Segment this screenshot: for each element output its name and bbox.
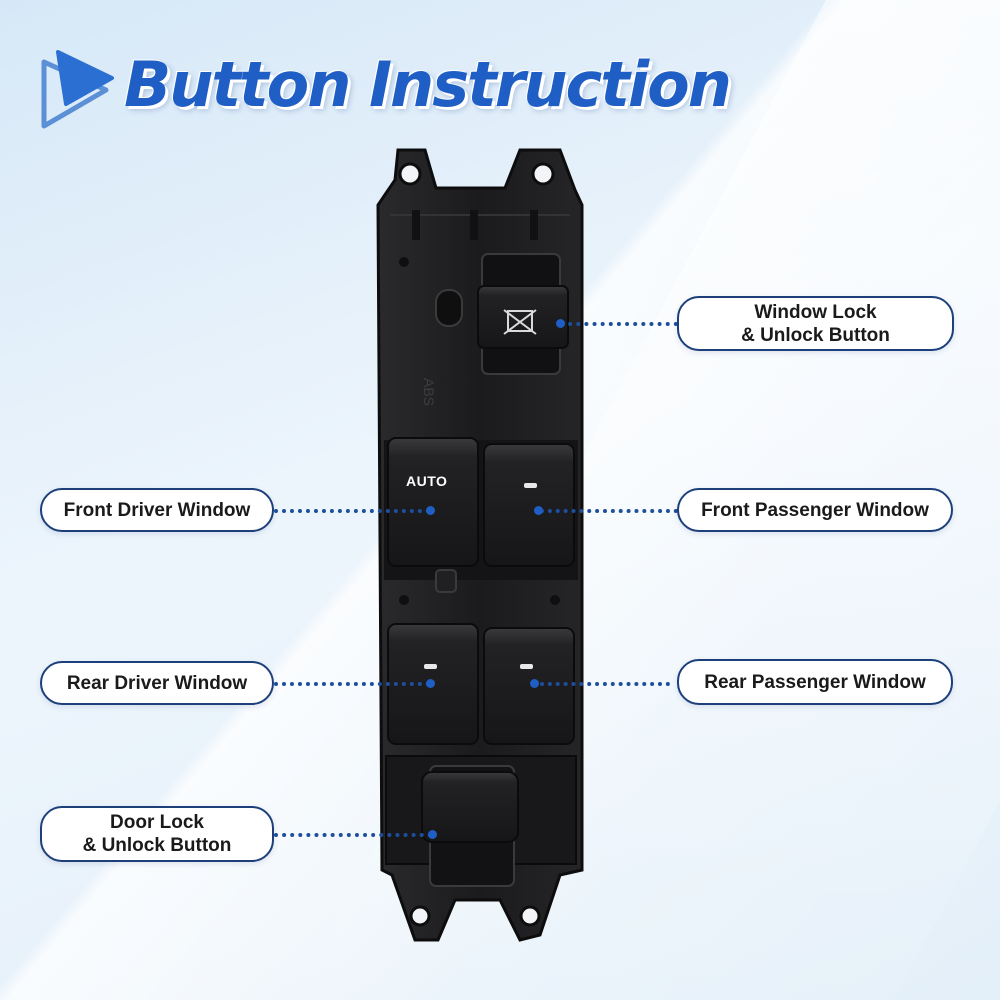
mount-hole bbox=[531, 162, 555, 186]
door-lock-button bbox=[421, 771, 519, 843]
door-lock-label: Door Lock & Unlock Button bbox=[40, 806, 274, 862]
rear-passenger-leader-dot bbox=[530, 679, 539, 688]
rear-driver-label-text: Rear Driver Window bbox=[66, 672, 248, 694]
front-driver-leader-dot bbox=[426, 506, 435, 515]
rear-driver-leader-dot bbox=[426, 679, 435, 688]
mount-hole bbox=[398, 162, 422, 186]
rear-driver-indicator bbox=[424, 664, 437, 669]
rear-passenger-label-text: Rear Passenger Window bbox=[704, 671, 926, 693]
front-passenger-leader-dot bbox=[534, 506, 543, 515]
front-passenger-label: Front Passenger Window bbox=[677, 488, 953, 532]
front-driver-label: Front Driver Window bbox=[40, 488, 274, 532]
rear-driver-leader bbox=[274, 682, 430, 686]
rear-passenger-label: Rear Passenger Window bbox=[677, 659, 953, 705]
front-passenger-indicator bbox=[524, 483, 537, 488]
play-triangle-logo-icon bbox=[41, 50, 114, 129]
front-driver-leader bbox=[274, 509, 430, 513]
window-lock-button bbox=[477, 285, 569, 349]
front-driver-button bbox=[387, 437, 479, 567]
front-driver-label-text: Front Driver Window bbox=[63, 499, 251, 521]
rear-passenger-indicator bbox=[520, 664, 533, 669]
front-passenger-leader bbox=[540, 509, 678, 513]
molded-abs-text: ABS bbox=[421, 378, 437, 406]
front-passenger-label-text: Front Passenger Window bbox=[701, 499, 929, 521]
mount-hole bbox=[409, 905, 431, 927]
window-lock-label-line1: Window Lock bbox=[754, 301, 877, 323]
rear-passenger-leader bbox=[540, 682, 670, 686]
door-lock-label-line2: & Unlock Button bbox=[82, 835, 232, 856]
page-title: Button Instruction bbox=[124, 48, 732, 121]
door-lock-label-line1: Door Lock bbox=[110, 812, 204, 833]
mount-hole bbox=[519, 905, 541, 927]
front-passenger-button bbox=[483, 443, 575, 567]
window-lock-leader bbox=[560, 322, 678, 326]
window-lock-icon bbox=[503, 309, 537, 335]
rear-driver-label: Rear Driver Window bbox=[40, 661, 274, 705]
auto-label: AUTO bbox=[406, 473, 448, 489]
window-lock-leader-dot bbox=[556, 319, 565, 328]
rear-passenger-button bbox=[483, 627, 575, 745]
door-lock-leader-dot bbox=[428, 830, 437, 839]
door-lock-leader bbox=[274, 833, 432, 837]
window-lock-label: Window Lock & Unlock Button bbox=[677, 296, 954, 351]
window-lock-label-line2: & Unlock Button bbox=[741, 324, 890, 346]
